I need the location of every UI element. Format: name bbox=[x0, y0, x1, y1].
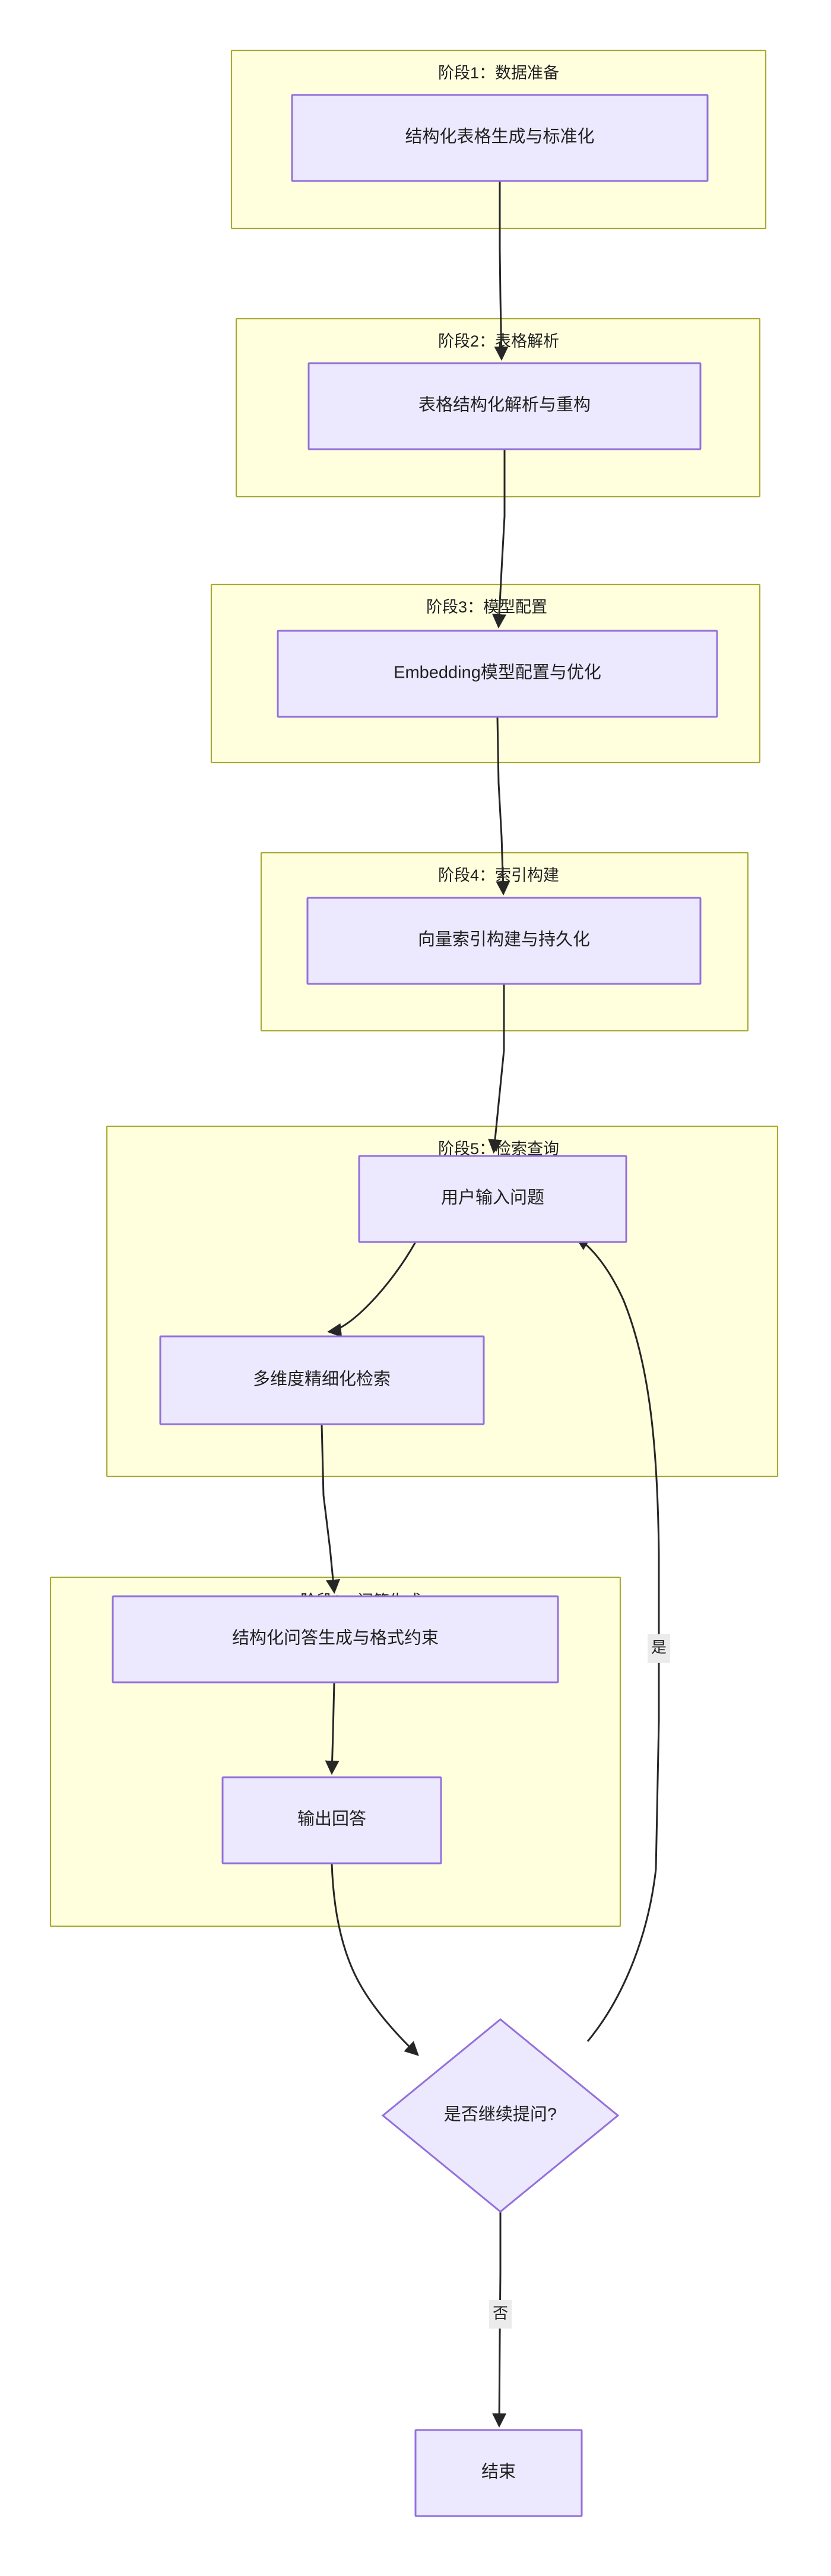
node-label-n7: 结构化问答生成与格式约束 bbox=[232, 1628, 439, 1648]
edge-label-n9-to-n5: 是 bbox=[648, 1634, 670, 1663]
decision-shape-n9[interactable] bbox=[381, 2018, 620, 2213]
edge-n7-to-n8 bbox=[325, 1682, 340, 1775]
node-shape-n1[interactable] bbox=[291, 94, 709, 182]
edge-n9-to-n5 bbox=[575, 1236, 660, 2042]
node-shape-n8[interactable] bbox=[221, 1776, 442, 1864]
node-n3[interactable]: Embedding模型配置与优化 bbox=[277, 630, 718, 718]
edge-n1-to-n2 bbox=[494, 181, 509, 361]
edge-label-n9-to-n10: 否 bbox=[489, 2300, 512, 2329]
node-label-n8: 输出回答 bbox=[297, 1809, 366, 1829]
node-shape-n2[interactable] bbox=[307, 362, 702, 450]
node-n7[interactable]: 结构化问答生成与格式约束 bbox=[112, 1595, 559, 1684]
node-label-n1: 结构化表格生成与标准化 bbox=[405, 127, 594, 147]
edge-label-text: 是 bbox=[651, 1638, 667, 1656]
node-label-n4: 向量索引构建与持久化 bbox=[418, 930, 590, 949]
node-shape-n5[interactable] bbox=[358, 1155, 627, 1243]
node-shape-n4[interactable] bbox=[306, 897, 702, 985]
node-label-n3: Embedding模型配置与优化 bbox=[394, 663, 601, 682]
node-n2[interactable]: 表格结构化解析与重构 bbox=[307, 362, 702, 450]
node-n10[interactable]: 结束 bbox=[414, 2429, 583, 2517]
edge-layer bbox=[321, 181, 660, 2428]
node-label-n6: 多维度精细化检索 bbox=[253, 1370, 391, 1389]
edge-n5-to-n6 bbox=[327, 1241, 417, 1338]
node-shape-n7[interactable] bbox=[112, 1595, 559, 1684]
node-n5[interactable]: 用户输入问题 bbox=[358, 1155, 627, 1243]
cluster-label-stage1: 阶段1：数据准备 bbox=[438, 64, 559, 82]
node-label-n2: 表格结构化解析与重构 bbox=[418, 395, 591, 415]
cluster-label-stage2: 阶段2：表格解析 bbox=[438, 332, 559, 350]
edge-n8-to-n9 bbox=[331, 1863, 419, 2056]
node-label-n5: 用户输入问题 bbox=[441, 1188, 544, 1208]
edge-n2-to-n3 bbox=[492, 449, 507, 628]
node-label-n10: 结束 bbox=[481, 2462, 516, 2482]
node-n4[interactable]: 向量索引构建与持久化 bbox=[306, 897, 702, 985]
edge-n6-to-n7 bbox=[321, 1424, 341, 1594]
node-n9[interactable]: 是否继续提问? bbox=[381, 2018, 620, 2213]
node-shape-n3[interactable] bbox=[277, 630, 718, 718]
node-label-n9: 是否继续提问? bbox=[444, 2105, 557, 2124]
edge-label-text: 否 bbox=[493, 2304, 508, 2322]
node-n1[interactable]: 结构化表格生成与标准化 bbox=[291, 94, 709, 182]
cluster-label-stage4: 阶段4：索引构建 bbox=[438, 866, 559, 884]
node-n6[interactable]: 多维度精细化检索 bbox=[159, 1335, 485, 1425]
node-n8[interactable]: 输出回答 bbox=[221, 1776, 442, 1864]
edge-n3-to-n4 bbox=[496, 716, 510, 895]
edge-label-layer: 否是 bbox=[489, 1634, 670, 2329]
edge-label-background bbox=[648, 1634, 670, 1663]
node-shape-n6[interactable] bbox=[159, 1335, 485, 1425]
edge-label-background bbox=[489, 2300, 512, 2329]
cluster-label-stage3: 阶段3：模型配置 bbox=[426, 598, 547, 616]
node-shape-n10[interactable] bbox=[414, 2429, 583, 2517]
edge-n4-to-n5 bbox=[488, 984, 505, 1154]
